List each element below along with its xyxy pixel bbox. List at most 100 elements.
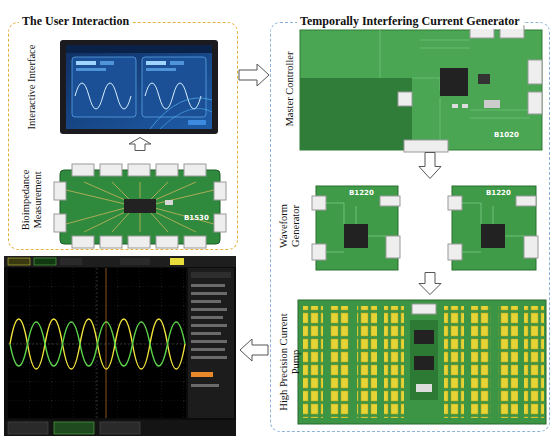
- oscilloscope-screen-part: [120, 258, 150, 265]
- current-pump-board-part: [414, 330, 434, 344]
- board-code: B1020: [494, 131, 519, 139]
- master-controller-board-part: [478, 74, 490, 84]
- waveform-boards-part: [380, 196, 400, 206]
- oscilloscope-screen-part: [170, 258, 184, 265]
- section-label: High Precision Current Pump: [278, 300, 302, 424]
- screen-illustration-part: [142, 57, 206, 117]
- oscilloscope-screen-part: [10, 322, 185, 366]
- oscilloscope-screen-part: [4, 256, 236, 436]
- master-controller-board-part: [452, 104, 458, 108]
- current-pump-board-part: [416, 384, 432, 392]
- bioimpedance-board-part: [214, 214, 226, 232]
- board-group: High Precision Current Pump: [278, 296, 548, 428]
- oscilloscope-screen-part: [106, 268, 107, 418]
- generator-panel: Temporally Interfering Current Generator…: [270, 22, 550, 432]
- current-pump-board-part: [524, 306, 544, 418]
- screen-illustration-part: [76, 68, 106, 71]
- section-label: Waveform Generator: [278, 184, 302, 268]
- bioimpedance-board-part: [72, 164, 94, 176]
- bioimpedance-board: [54, 164, 226, 248]
- section-label: Master Controller: [284, 51, 296, 126]
- oscilloscope-screen-part: [4, 420, 236, 436]
- bioimpedance-board-part: [54, 214, 66, 232]
- output-arrow: [240, 339, 268, 361]
- master-controller-board-part: [528, 92, 542, 114]
- current-pump-board-part: [498, 306, 518, 418]
- waveform-boards-part: [524, 236, 538, 258]
- waveform-boards-part: [448, 244, 462, 260]
- flow-arrow: [419, 153, 441, 179]
- bioimpedance-board-part: [184, 164, 206, 176]
- board-code: B1530: [184, 214, 209, 222]
- screen-illustration-part: [146, 61, 166, 65]
- bioimpedance-board-part: [72, 236, 94, 248]
- oscilloscope-screen-part: [8, 268, 186, 418]
- oscilloscope-screen-part: [191, 332, 221, 335]
- oscilloscope-screen-part: [191, 384, 219, 387]
- bioimpedance-board-part: [156, 164, 178, 176]
- oscilloscope-screen-part: [10, 319, 185, 369]
- screen-illustration-part: [146, 68, 176, 71]
- panel-heading: The User Interaction: [19, 13, 132, 29]
- oscilloscope-screen-part: [8, 258, 30, 265]
- oscilloscope-screen-part: [188, 268, 234, 418]
- master-controller-board-part: [380, 30, 530, 140]
- waveform-boards-part: [344, 224, 368, 248]
- oscilloscope-screen-part: [191, 316, 223, 319]
- oscilloscope-screen-part: [191, 356, 227, 359]
- bioimpedance-board-part: [156, 236, 178, 248]
- waveform-boards-part: [481, 224, 505, 248]
- screen-illustration-part: [170, 61, 184, 65]
- bioimpedance-board-part: [66, 182, 214, 232]
- oscilloscope-screen-part: [100, 422, 140, 434]
- waveform-boards-part: [452, 186, 536, 270]
- current-pump-board-part: [471, 306, 491, 418]
- section-label: Bioimpedance Measurement: [20, 156, 44, 244]
- current-pump-board-part: [384, 306, 404, 418]
- oscilloscope-screen-part: [60, 258, 82, 265]
- screen-illustration-part: [160, 108, 212, 129]
- bioimpedance-board-part: [128, 164, 150, 176]
- bioimpedance-board-part: [124, 199, 156, 213]
- master-controller-board-part: [300, 78, 412, 150]
- current-pump-board-part: [357, 306, 377, 418]
- flow-arrow: [129, 138, 151, 151]
- screen-illustration-part: [66, 45, 212, 129]
- oscilloscope-screen-part: [191, 348, 225, 351]
- oscilloscope-screen-part: [191, 284, 225, 287]
- current-pump-board-part: [330, 306, 350, 418]
- master-controller-board-part: [440, 68, 468, 96]
- screen-group: Interactive Interface: [20, 37, 220, 137]
- current-pump-board-part: [414, 356, 434, 370]
- oscilloscope-screen: [4, 256, 236, 436]
- oscilloscope-screen-part: [191, 340, 227, 343]
- oscilloscope-screen-part: [191, 324, 227, 327]
- oscilloscope-screen-part: [191, 292, 227, 295]
- board-code: B1220: [349, 189, 374, 197]
- oscilloscope-screen-part: [191, 308, 227, 311]
- screen-illustration-part: [72, 57, 136, 117]
- bioimpedance-board-part: [184, 236, 206, 248]
- master-controller-board-part: [462, 104, 468, 108]
- bioimpedance-board-part: [100, 164, 122, 176]
- current-pump-board-part: [410, 320, 438, 400]
- bioimpedance-board-part: [54, 182, 66, 200]
- screen-illustration-part: [188, 120, 206, 125]
- oscilloscope-screen-part: [8, 268, 186, 418]
- screen-illustration-part: [60, 40, 218, 134]
- current-pump-board-part: [444, 306, 464, 418]
- screen-illustration-part: [75, 83, 131, 109]
- section-label: Interactive Interface: [26, 44, 38, 129]
- waveform-boards-part: [462, 203, 524, 252]
- current-pump-board-part: [298, 300, 546, 424]
- oscilloscope-screen-part: [191, 272, 231, 278]
- current-pump-board-part: [303, 306, 323, 418]
- oscilloscope-screen-part: [4, 256, 236, 267]
- master-controller-board-part: [484, 100, 500, 108]
- waveform-boards-part: [312, 244, 326, 260]
- board-code: B1220: [486, 189, 511, 197]
- waveform-boards-part: [386, 236, 400, 258]
- board-group: Bioimpedance Measurement: [20, 152, 225, 248]
- waveform-boards-part: [448, 196, 462, 210]
